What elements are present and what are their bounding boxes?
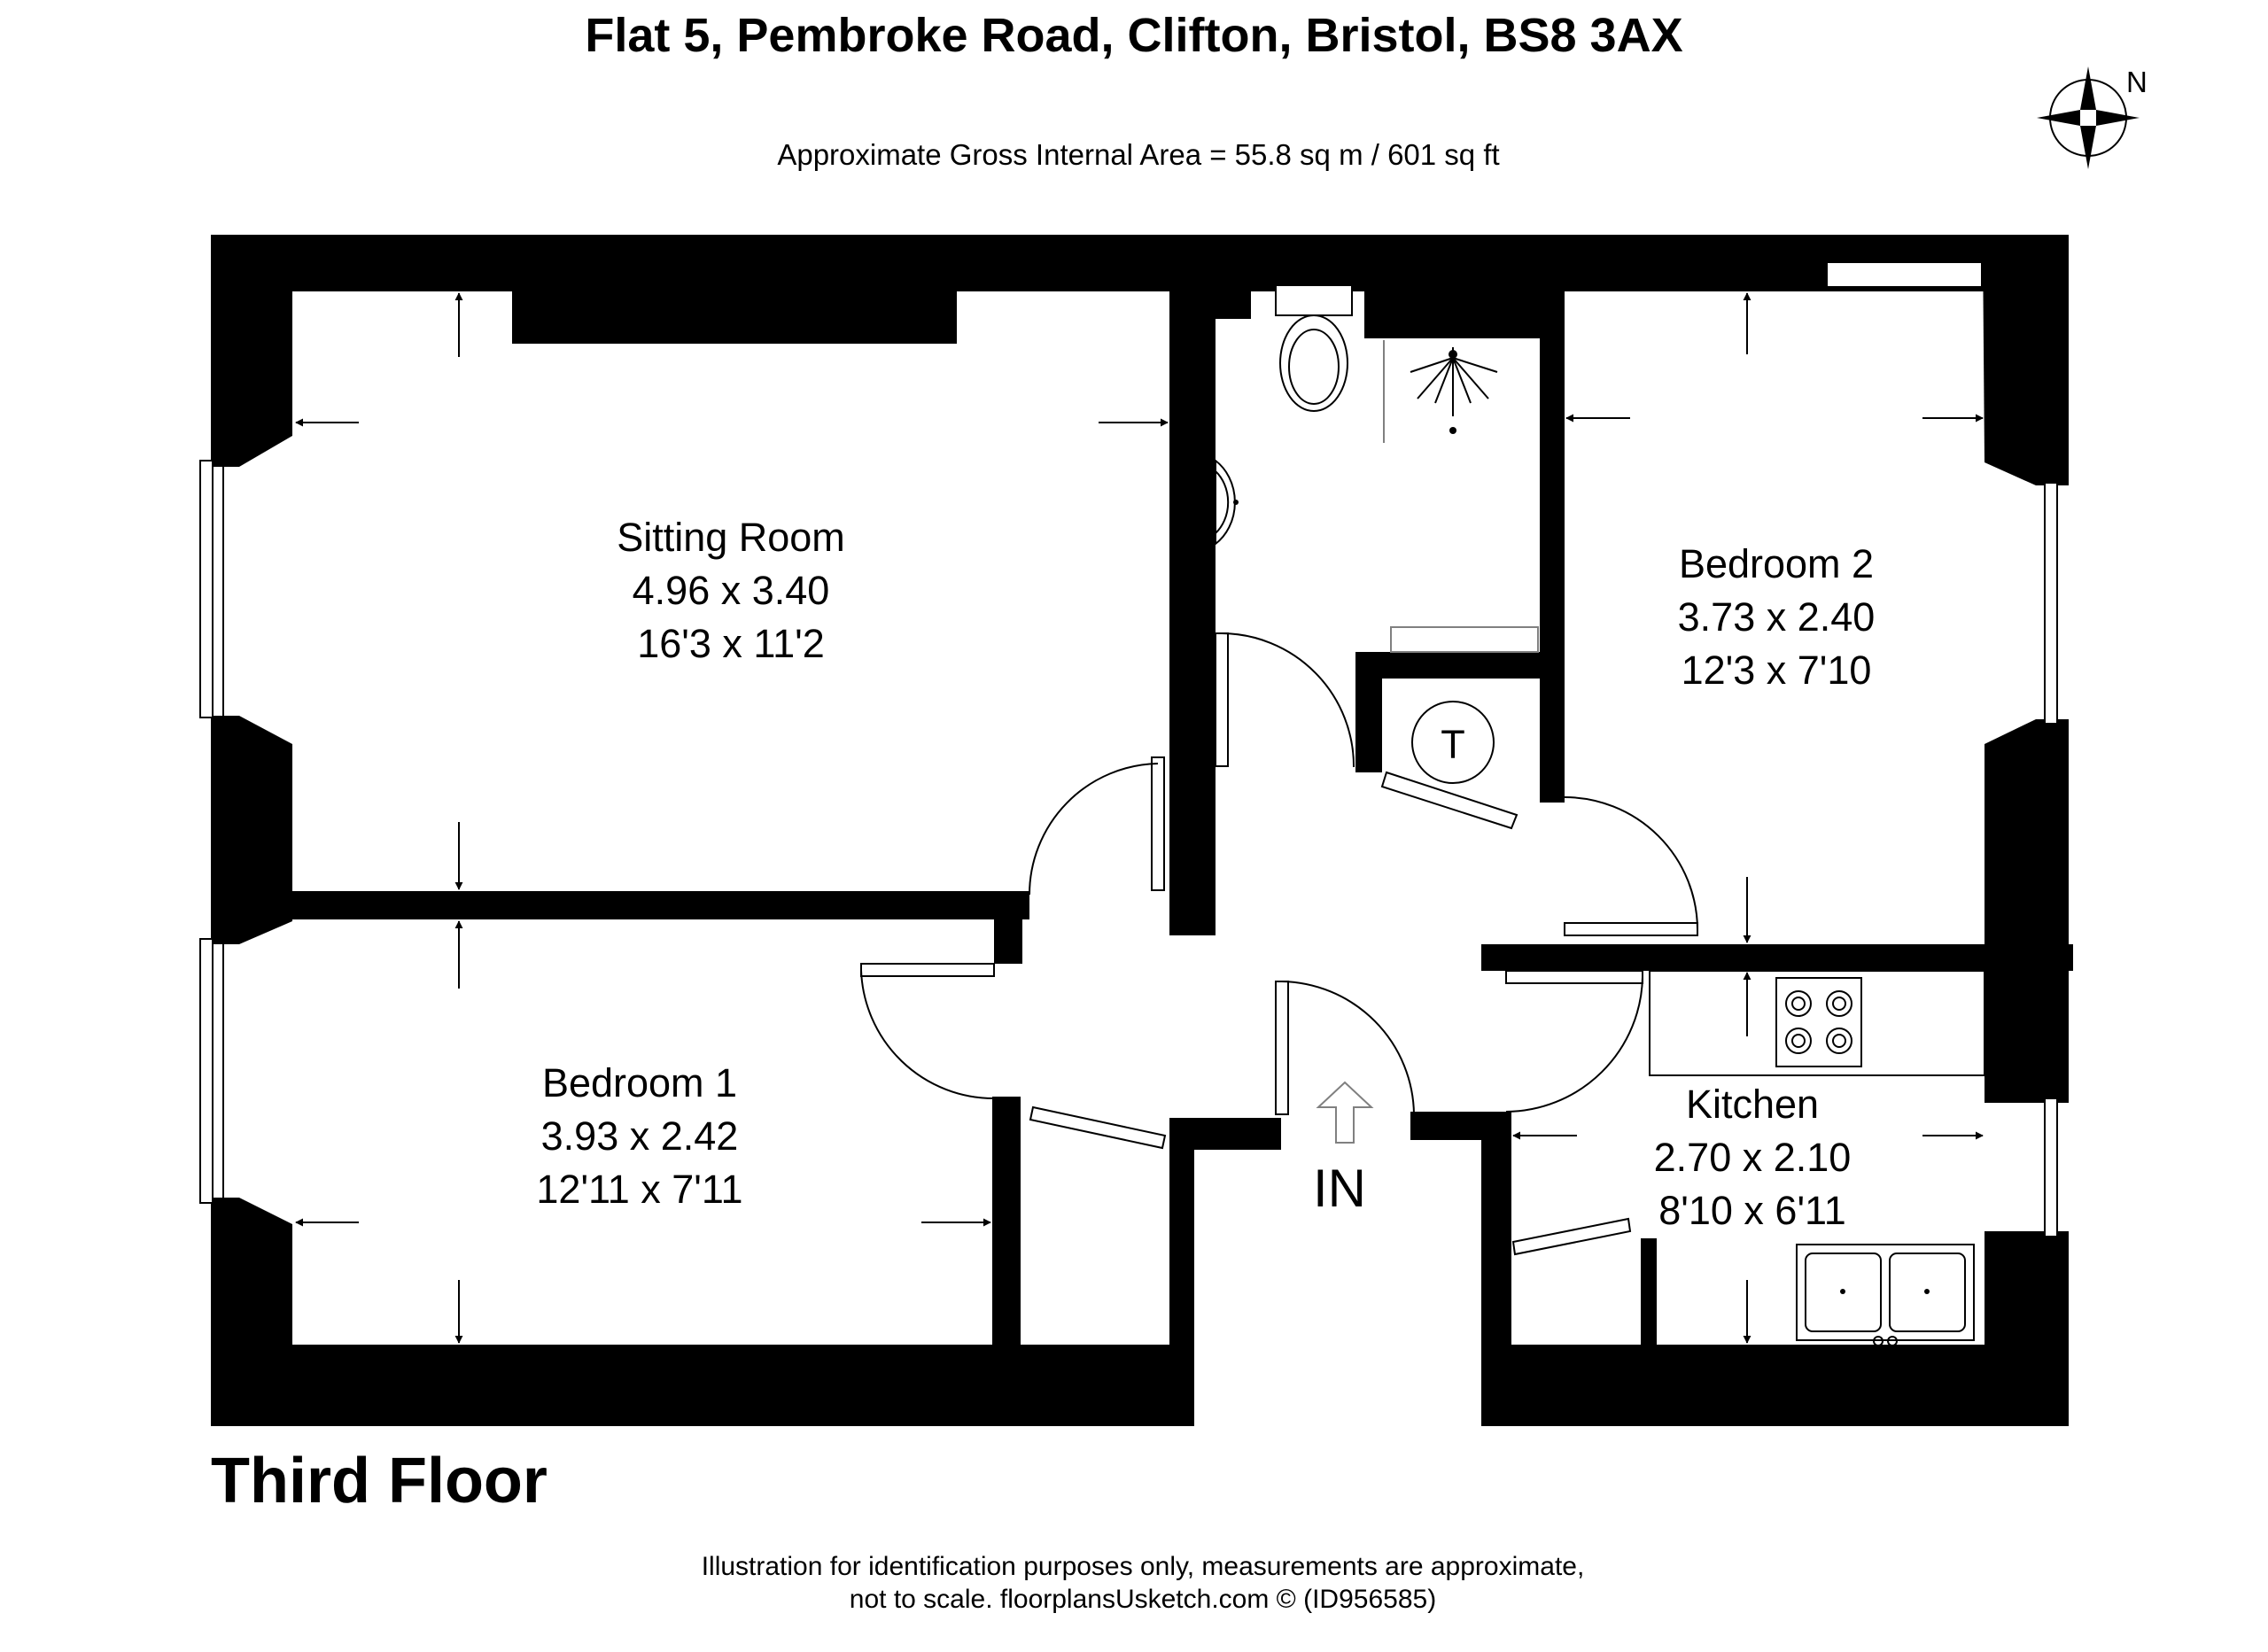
- shower-icon: [1383, 340, 1498, 443]
- basin-icon: [1215, 458, 1239, 547]
- sink-icon: [1796, 1244, 1975, 1346]
- toilet-icon: [1275, 284, 1353, 412]
- disclaimer-line-1: Illustration for identification purposes…: [702, 1552, 1585, 1581]
- shelf: [1390, 626, 1539, 653]
- room-imperial: 12'11 x 7'11: [536, 1167, 742, 1212]
- dimension-arrows: [295, 292, 1984, 1344]
- room-metric: 3.93 x 2.42: [541, 1113, 739, 1159]
- walls: [211, 235, 2073, 1426]
- floor-label: Third Floor: [211, 1446, 548, 1516]
- room-name: Sitting Room: [617, 515, 845, 560]
- room-imperial: 16'3 x 11'2: [637, 621, 825, 666]
- room-name: Bedroom 1: [542, 1060, 737, 1105]
- room-metric: 4.96 x 3.40: [633, 568, 830, 613]
- windows: [199, 261, 2058, 1237]
- room-bedroom-2: Bedroom 2 3.73 x 2.40 12'3 x 7'10: [1678, 541, 1876, 693]
- room-sitting-room: Sitting Room 4.96 x 3.40 16'3 x 11'2: [617, 515, 845, 666]
- disclaimer-line-2: not to scale. floorplansUsketch.com © (I…: [850, 1585, 1436, 1614]
- gross-internal-area: Approximate Gross Internal Area = 55.8 s…: [777, 138, 1499, 171]
- hot-water-tank-icon: [1411, 701, 1495, 784]
- entry-arrow-icon: [1316, 1081, 1374, 1144]
- hob-icon: [1775, 977, 1862, 1067]
- compass-north-label: N: [2126, 66, 2148, 98]
- tank-label: T: [1441, 722, 1465, 767]
- room-imperial: 12'3 x 7'10: [1682, 648, 1872, 693]
- room-bedroom-1: Bedroom 1 3.93 x 2.42 12'11 x 7'11: [536, 1060, 742, 1212]
- room-name: Kitchen: [1686, 1082, 1819, 1127]
- property-address-title: Flat 5, Pembroke Road, Clifton, Bristol,…: [585, 9, 1682, 62]
- room-metric: 3.73 x 2.40: [1678, 594, 1876, 640]
- room-metric: 2.70 x 2.10: [1654, 1135, 1852, 1180]
- doors: [860, 632, 1698, 1256]
- room-name: Bedroom 2: [1679, 541, 1874, 586]
- room-kitchen: Kitchen 2.70 x 2.10 8'10 x 6'11: [1654, 1082, 1852, 1233]
- room-imperial: 8'10 x 6'11: [1658, 1188, 1846, 1233]
- entrance-label: IN: [1313, 1159, 1366, 1218]
- kitchen-worktop: [1649, 970, 1985, 1076]
- compass-north-icon: [2037, 66, 2140, 169]
